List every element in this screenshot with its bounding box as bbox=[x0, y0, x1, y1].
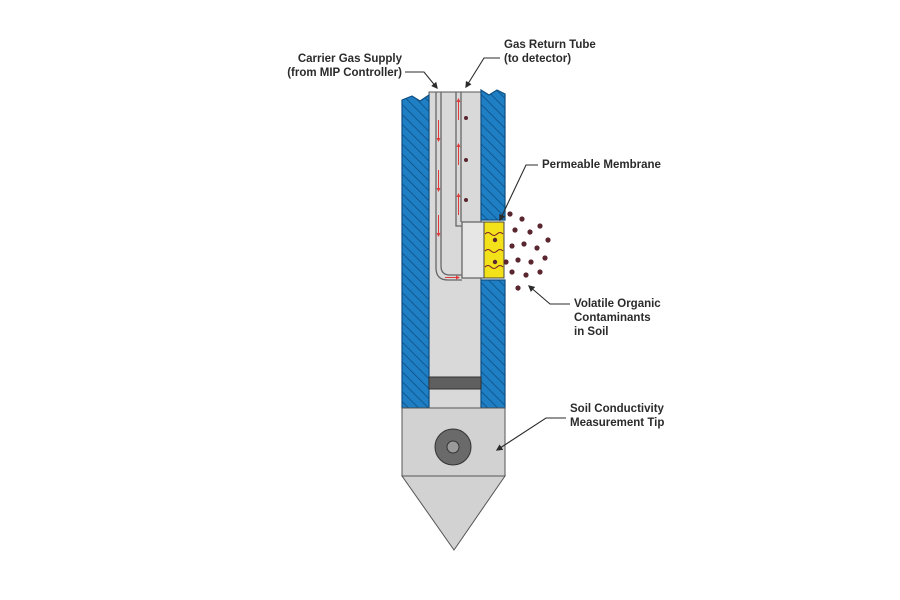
contaminant-molecule bbox=[515, 285, 521, 291]
voc-label-line1: Volatile Organic bbox=[574, 298, 661, 310]
contaminant-molecule bbox=[492, 237, 498, 243]
labels: Carrier Gas Supply (from MIP Controller)… bbox=[287, 39, 664, 429]
contaminant-molecule bbox=[542, 255, 548, 261]
membrane-wave-3 bbox=[484, 265, 504, 269]
carrier-gas-label-line2: (from MIP Controller) bbox=[287, 67, 402, 79]
probe-right-wall-lower bbox=[480, 279, 506, 409]
contaminant-molecule bbox=[527, 229, 533, 235]
contaminant-molecule bbox=[523, 272, 529, 278]
contaminant-molecule bbox=[534, 245, 540, 251]
membrane-label: Permeable Membrane bbox=[542, 159, 661, 171]
leader-lines bbox=[405, 57, 570, 451]
tip-label-line1: Soil Conductivity bbox=[570, 403, 665, 415]
gas-return-leader bbox=[465, 57, 500, 89]
contaminant-molecule bbox=[507, 211, 513, 217]
membrane-leader bbox=[499, 164, 538, 222]
voc-label-line3: in Soil bbox=[574, 326, 609, 338]
gas-tubing bbox=[435, 92, 462, 281]
membrane-wave-2 bbox=[484, 249, 504, 253]
tip-leader bbox=[495, 417, 566, 451]
contaminant-molecule bbox=[528, 259, 534, 265]
membrane-assembly bbox=[461, 221, 505, 279]
tip-label-line2: Measurement Tip bbox=[570, 417, 664, 429]
contaminant-molecule bbox=[509, 269, 515, 275]
voc-label-line2: Contaminants bbox=[574, 312, 651, 324]
contaminant-molecule bbox=[512, 227, 518, 233]
contaminant-molecules bbox=[464, 116, 551, 291]
contaminant-molecule bbox=[492, 259, 498, 265]
probe-left-wall bbox=[401, 93, 430, 409]
contaminant-molecule bbox=[515, 257, 521, 263]
gas-return-label-line1: Gas Return Tube bbox=[504, 39, 596, 51]
contaminant-molecule bbox=[503, 259, 509, 265]
contaminant-molecule bbox=[545, 237, 551, 243]
flow-arrows bbox=[436, 98, 461, 280]
permeable-membrane bbox=[483, 221, 505, 279]
probe-body bbox=[401, 88, 506, 551]
contaminant-molecule bbox=[464, 116, 468, 120]
contaminant-molecule bbox=[464, 198, 468, 202]
membrane-wave-1 bbox=[484, 232, 504, 236]
probe-cone-tip bbox=[401, 475, 506, 551]
contaminant-molecule bbox=[509, 243, 515, 249]
contaminant-molecule bbox=[537, 269, 543, 275]
gas-return-tube bbox=[455, 92, 462, 227]
carrier-gas-leader bbox=[405, 71, 438, 90]
probe-right-wall-upper bbox=[480, 88, 506, 221]
contaminant-molecule bbox=[537, 223, 543, 229]
carrier-gas-tube-inner bbox=[440, 92, 462, 276]
carrier-gas-tube bbox=[435, 92, 462, 281]
conductivity-electrode-inner bbox=[446, 440, 460, 454]
contaminant-molecule bbox=[521, 241, 527, 247]
membrane-housing bbox=[461, 221, 485, 279]
probe-plug bbox=[428, 376, 482, 390]
gas-return-label-line2: (to detector) bbox=[504, 53, 571, 65]
carrier-gas-label-line1: Carrier Gas Supply bbox=[298, 53, 403, 65]
contaminant-molecule bbox=[464, 158, 468, 162]
voc-leader bbox=[527, 285, 570, 305]
contaminant-molecule bbox=[519, 216, 525, 222]
